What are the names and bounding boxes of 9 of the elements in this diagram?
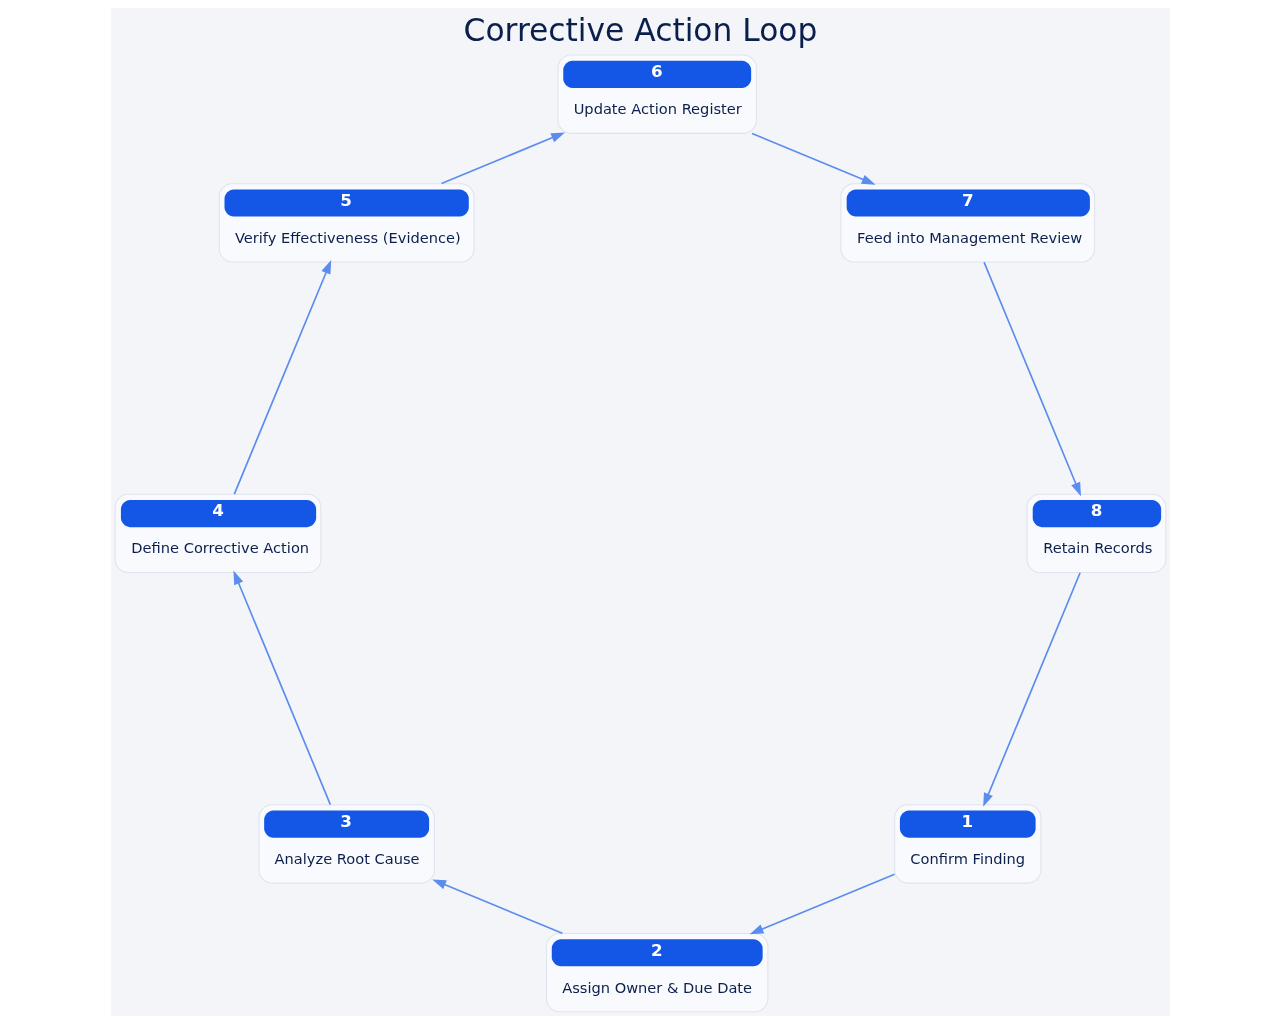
arrow <box>982 261 1081 497</box>
arrow <box>232 570 331 806</box>
arrow <box>232 260 331 495</box>
arrow <box>431 879 563 935</box>
arrow <box>750 132 876 185</box>
arrow <box>982 571 1081 807</box>
arrow <box>440 132 565 185</box>
arrow <box>749 873 895 935</box>
diagram-title: Corrective Action Loop <box>463 12 817 49</box>
